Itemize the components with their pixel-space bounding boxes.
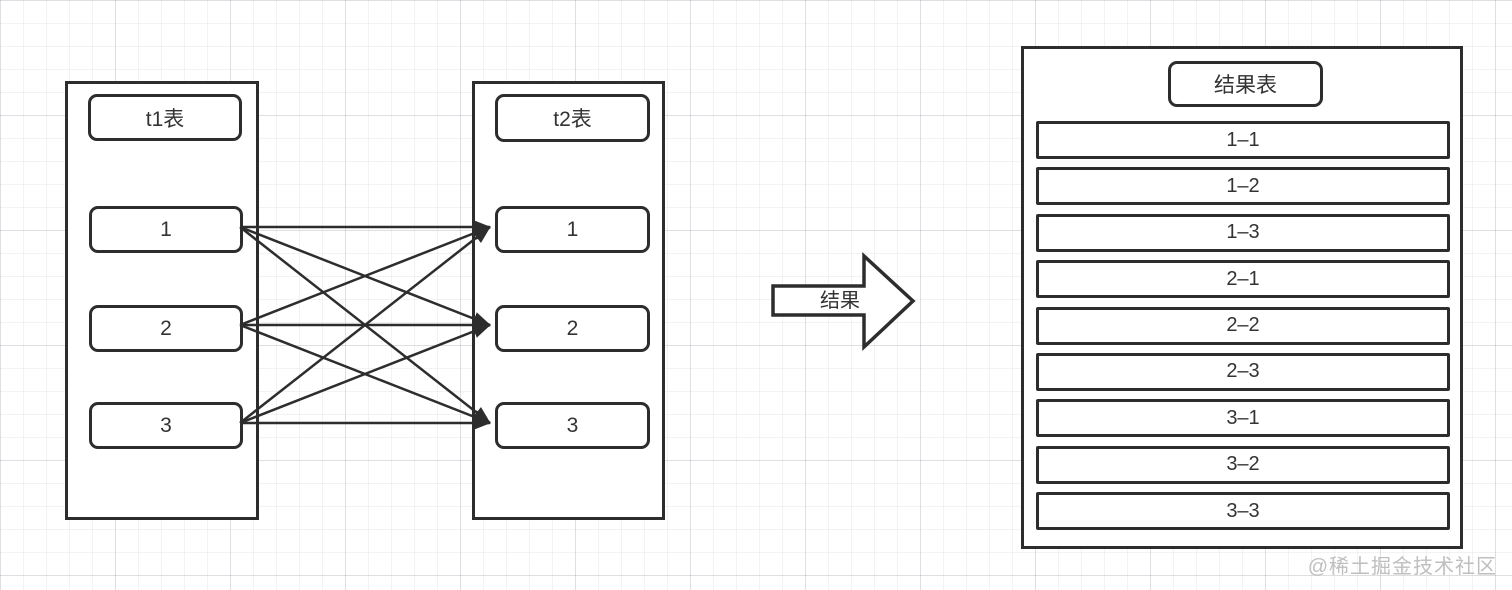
result-row-3: 1–3 (1036, 213, 1450, 252)
connector-2-to-1 (239, 225, 491, 327)
result-row-4: 2–1 (1036, 260, 1450, 299)
result-table-title: 结果表 (1168, 61, 1323, 107)
watermark: @稀土掘金技术社区 (1307, 556, 1497, 578)
connector-1-to-2 (239, 225, 491, 327)
t2-item-2: 2 (495, 305, 650, 352)
result-row-8: 3–2 (1036, 445, 1450, 484)
t1-table-container: t1表 1 2 3 (65, 81, 259, 520)
connector-2-to-3 (239, 323, 491, 425)
t1-item-2: 2 (89, 305, 243, 352)
t2-table-container: t2表 1 2 3 (472, 81, 665, 520)
result-row-9: 3–3 (1036, 492, 1450, 530)
connector-3-to-2 (239, 323, 491, 425)
t1-table-title: t1表 (88, 94, 242, 141)
result-table-container: 结果表 1–1 1–2 1–3 2–1 2–2 2–3 3–1 3–2 3–3 (1021, 46, 1463, 549)
result-row-7: 3–1 (1036, 399, 1450, 438)
result-row-6: 2–3 (1036, 352, 1450, 391)
t2-table-title: t2表 (495, 94, 650, 142)
connector-1-to-3 (239, 226, 491, 424)
result-arrow-label: 结果 (820, 290, 860, 312)
result-rows: 1–1 1–2 1–3 2–1 2–2 2–3 3–1 3–2 3–3 (1036, 121, 1450, 530)
t1-item-3: 3 (89, 402, 243, 449)
connector-3-to-1 (239, 226, 491, 424)
result-row-5: 2–2 (1036, 306, 1450, 345)
result-row-2: 1–2 (1036, 167, 1450, 206)
result-row-1: 1–1 (1036, 121, 1450, 159)
t1-item-1: 1 (89, 206, 243, 253)
t2-item-3: 3 (495, 402, 650, 449)
t2-item-1: 1 (495, 206, 650, 253)
